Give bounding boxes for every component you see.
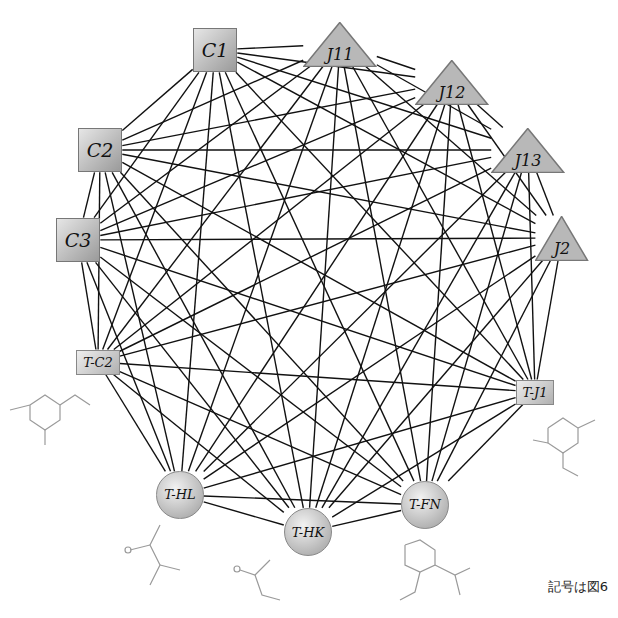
connector-line [82, 262, 96, 349]
node-label: J12 [439, 83, 466, 102]
connector-line [204, 502, 284, 525]
connector-line [537, 173, 554, 216]
node-label: T-C2 [83, 355, 113, 370]
connector-line [122, 154, 535, 233]
connector-line [432, 173, 522, 482]
triangle-outline [416, 60, 488, 104]
connector-line [366, 67, 537, 216]
triangle-outline [492, 128, 564, 172]
connector-line [105, 172, 174, 471]
square-node: C2 [78, 128, 123, 173]
connector-line [100, 238, 535, 240]
circle-node: T-HK [284, 508, 332, 556]
connector-line [114, 105, 424, 350]
connector-line [204, 496, 401, 504]
triangle-node: J13 [491, 128, 565, 173]
node-label: J11 [327, 45, 354, 64]
node-label: T-HK [292, 525, 324, 540]
connector-line [322, 173, 515, 508]
connector-line [106, 375, 166, 472]
square-node: T-C2 [76, 350, 120, 375]
node-label: C3 [65, 229, 92, 251]
node-label: C2 [87, 139, 114, 161]
node-label: T-J1 [523, 385, 548, 400]
connector-line [122, 89, 415, 146]
connector-line [112, 172, 295, 507]
triangle-node: J12 [415, 60, 489, 105]
connector-line [537, 261, 558, 380]
triangle-node: J11 [303, 22, 377, 67]
connector-line [204, 256, 536, 479]
connector-line [122, 69, 192, 130]
connector-line [310, 67, 339, 508]
connector-line [219, 72, 303, 507]
square-node: C3 [56, 218, 101, 263]
connector-line [204, 398, 516, 488]
triangle-outline [536, 216, 588, 260]
connector-line [437, 261, 550, 482]
connector-line [332, 511, 401, 527]
connector-line [332, 404, 515, 517]
connector-line [196, 105, 438, 472]
connector-line [448, 405, 523, 482]
caption: 記号は図6 [548, 578, 608, 596]
node-label: C1 [202, 39, 229, 61]
connector-line [122, 149, 491, 150]
square-node: T-J1 [516, 380, 555, 405]
connector-line [237, 46, 303, 49]
square-node: C1 [193, 28, 238, 73]
connector-line [120, 363, 516, 390]
connector-line [96, 262, 289, 507]
circle-node: T-FN [401, 481, 449, 529]
connector-line [237, 57, 491, 138]
connector-line [108, 67, 323, 350]
triangle-outline [304, 22, 376, 66]
triangle-node: J2 [535, 216, 588, 261]
connector-line [83, 172, 94, 217]
circle-node: T-HL [156, 471, 203, 518]
connector-line [120, 172, 403, 481]
node-label: T-FN [409, 497, 441, 512]
connector-line [103, 72, 207, 349]
node-label: J13 [515, 151, 542, 170]
connector-line [182, 72, 213, 471]
connector-line [344, 67, 420, 482]
connector-line [122, 162, 515, 381]
connector-line [100, 247, 515, 385]
connector-line [427, 105, 451, 482]
node-label: T-HL [164, 487, 195, 502]
connector-line [120, 372, 401, 495]
node-label: J2 [554, 239, 571, 258]
